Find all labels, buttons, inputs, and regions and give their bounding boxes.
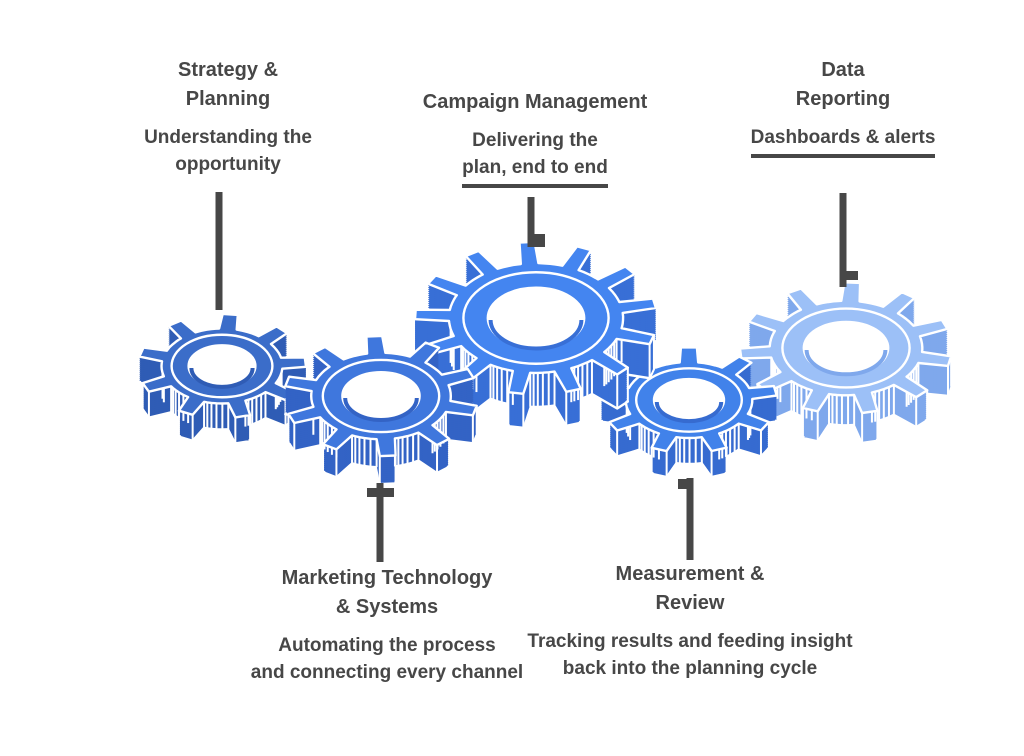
gear-3 xyxy=(413,240,658,429)
label-text-line: Reporting xyxy=(795,88,891,110)
label-subtitle: Delivering the plan, end to end xyxy=(385,128,685,188)
label-text-line: Delivering the xyxy=(472,130,598,151)
label-title: Data Reporting xyxy=(693,56,993,114)
label-text-line: Tracking results and feeding insight xyxy=(527,631,853,652)
gear-2 xyxy=(284,334,478,486)
label-title: Marketing Technology & Systems xyxy=(227,564,547,622)
label-title: Strategy & Planning xyxy=(78,56,378,114)
label-text-line: Understanding the xyxy=(144,127,312,148)
label-text-line: Planning xyxy=(185,88,271,110)
leader-line-1 xyxy=(215,192,223,310)
label-title: Campaign Management xyxy=(385,88,685,117)
label-subtitle: Automating the process and connecting ev… xyxy=(227,633,547,687)
gear-5 xyxy=(738,281,953,445)
label-data-reporting: Data Reporting Dashboards & alerts xyxy=(693,56,993,158)
leader-line-4 xyxy=(367,483,394,562)
label-text-line: Measurement & xyxy=(615,563,765,585)
label-subtitle: Tracking results and feeding insight bac… xyxy=(500,629,880,683)
leader-line-3 xyxy=(839,193,858,287)
label-text-line: & Systems xyxy=(335,596,439,618)
label-text-line: Dashboards & alerts xyxy=(750,125,936,158)
label-text-line: Marketing Technology xyxy=(281,567,493,589)
label-text-line: Campaign Management xyxy=(422,91,648,113)
label-title: Measurement & Review xyxy=(500,560,880,618)
gear-1 xyxy=(138,312,308,445)
label-text-line: opportunity xyxy=(175,153,281,175)
label-text-line: plan, end to end xyxy=(462,155,608,188)
label-subtitle: Dashboards & alerts xyxy=(693,125,993,158)
label-measurement-review: Measurement & Review Tracking results an… xyxy=(500,560,880,683)
label-subtitle: Understanding the opportunity xyxy=(78,125,378,179)
label-marketing-technology: Marketing Technology & Systems Automatin… xyxy=(227,564,547,687)
leader-line-5 xyxy=(678,478,694,560)
label-text-line: and connecting every channel xyxy=(250,661,524,683)
label-strategy-planning: Strategy & Planning Understanding the op… xyxy=(78,56,378,179)
label-text-line: back into the planning cycle xyxy=(562,657,818,679)
label-text-line: Review xyxy=(655,592,725,614)
label-text-line: Strategy & xyxy=(177,59,279,81)
label-text-line: Data xyxy=(821,59,865,81)
label-text-line: Automating the process xyxy=(278,635,496,656)
leader-line-2 xyxy=(527,197,545,247)
label-campaign-management: Campaign Management Delivering the plan,… xyxy=(385,88,685,188)
